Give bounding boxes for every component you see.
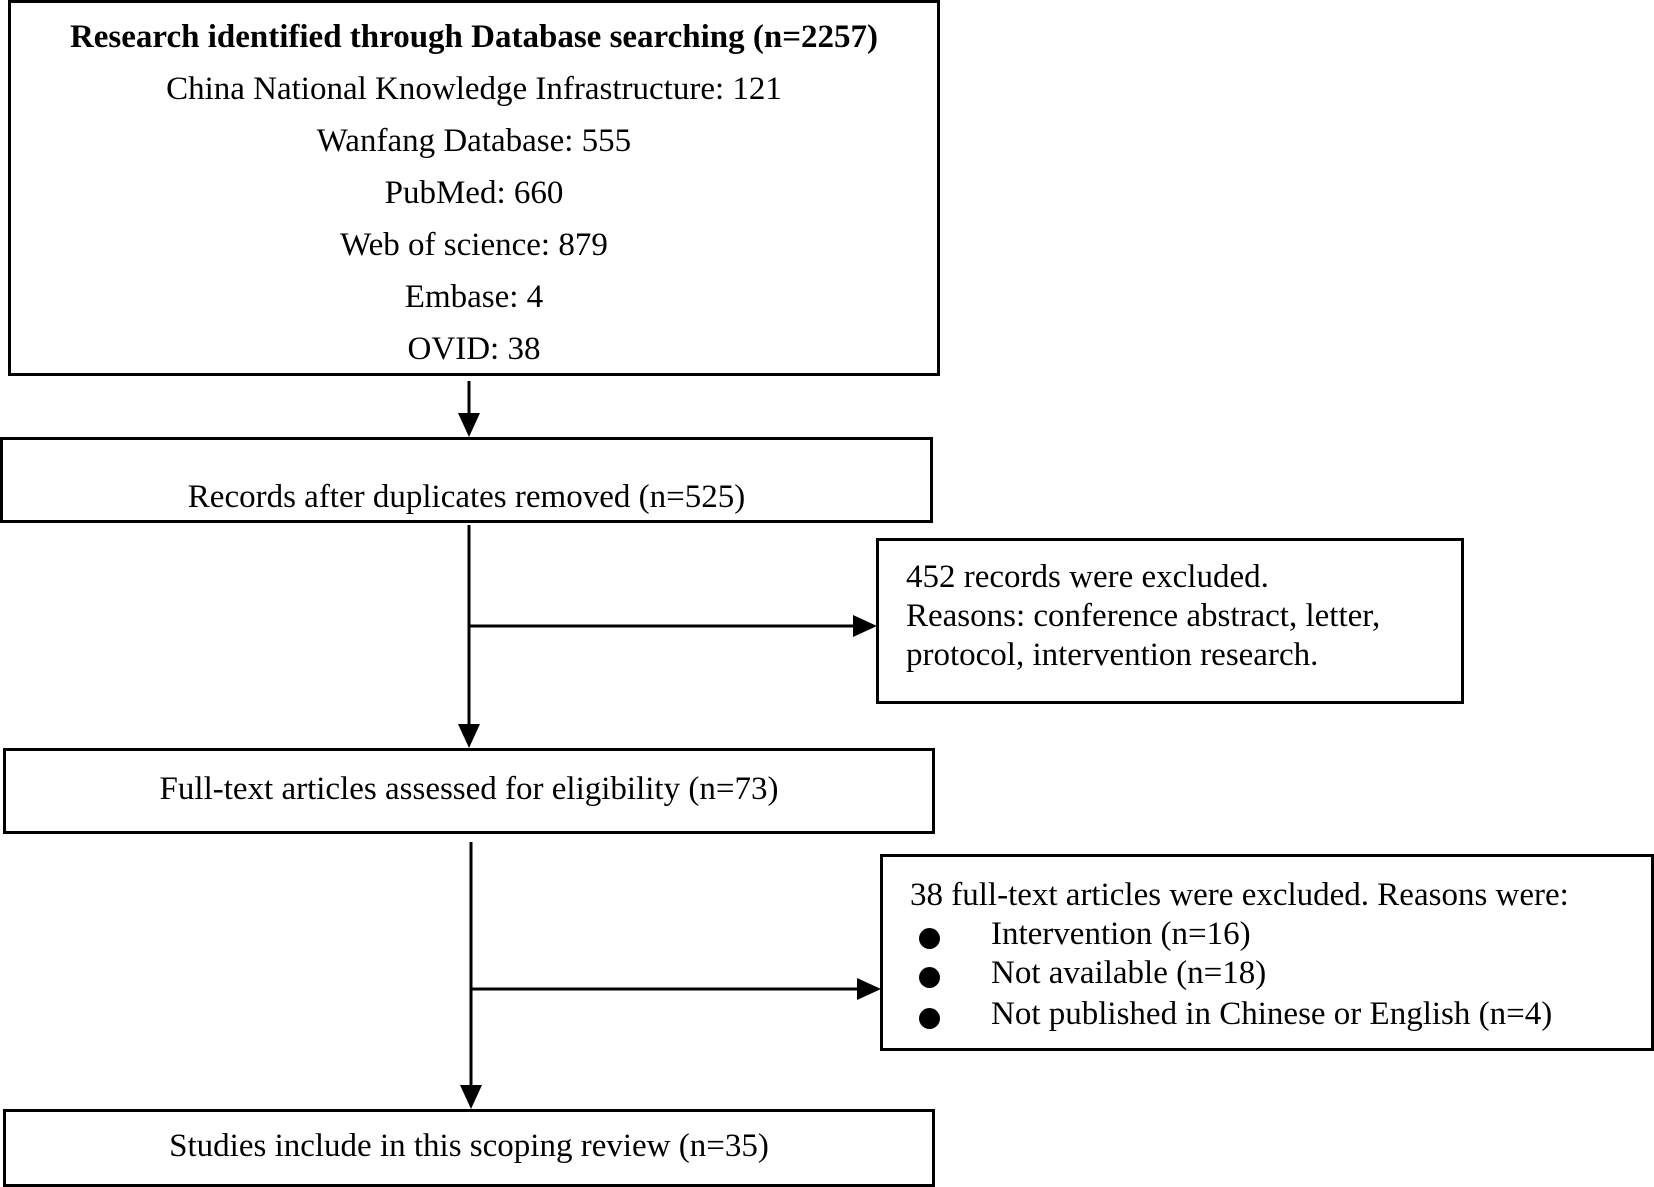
included-studies-box: Studies include in this scoping review (… (3, 1109, 935, 1187)
source-embase: Embase: 4 (404, 279, 544, 315)
duplicates-removed-text: Records after duplicates removed (n=525) (187, 479, 746, 515)
identification-title: Research identified through Database sea… (69, 19, 879, 55)
reason-not-available: Not available (n=18) (991, 955, 1267, 991)
reason-language: Not published in Chinese or English (n=4… (991, 996, 1553, 1032)
excluded-fulltext-box: 38 full-text articles were excluded. Rea… (880, 854, 1654, 1051)
arrowhead-included (460, 1085, 482, 1109)
bullet-icon (919, 928, 940, 949)
excluded-records-box: 452 records were excluded. Reasons: conf… (876, 538, 1464, 704)
source-cnki: China National Knowledge Infrastructure:… (166, 71, 782, 107)
duplicates-removed-box: Records after duplicates removed (n=525) (0, 437, 933, 523)
excluded-records-reasons-2: protocol, intervention research. (906, 637, 1319, 673)
arrowhead-excluded-fulltext (857, 978, 881, 1000)
fulltext-assessed-box: Full-text articles assessed for eligibil… (3, 748, 935, 834)
arrowhead-duplicates (458, 413, 480, 437)
included-studies-text: Studies include in this scoping review (… (169, 1128, 769, 1164)
reason-intervention: Intervention (n=16) (991, 916, 1251, 952)
arrowhead-excluded-records (853, 615, 877, 637)
arrowhead-fulltext (458, 724, 480, 748)
source-pubmed: PubMed: 660 (384, 175, 564, 211)
excluded-records-reasons-1: Reasons: conference abstract, letter, (906, 598, 1381, 634)
excluded-records-count: 452 records were excluded. (906, 559, 1269, 595)
fulltext-assessed-text: Full-text articles assessed for eligibil… (159, 771, 779, 807)
identification-box: Research identified through Database sea… (8, 0, 940, 376)
bullet-icon (919, 967, 940, 988)
source-web-of-science: Web of science: 879 (340, 227, 608, 263)
source-ovid: OVID: 38 (407, 331, 541, 367)
excluded-fulltext-heading: 38 full-text articles were excluded. Rea… (910, 877, 1569, 913)
source-wanfang: Wanfang Database: 555 (316, 123, 632, 159)
bullet-icon (919, 1008, 940, 1029)
